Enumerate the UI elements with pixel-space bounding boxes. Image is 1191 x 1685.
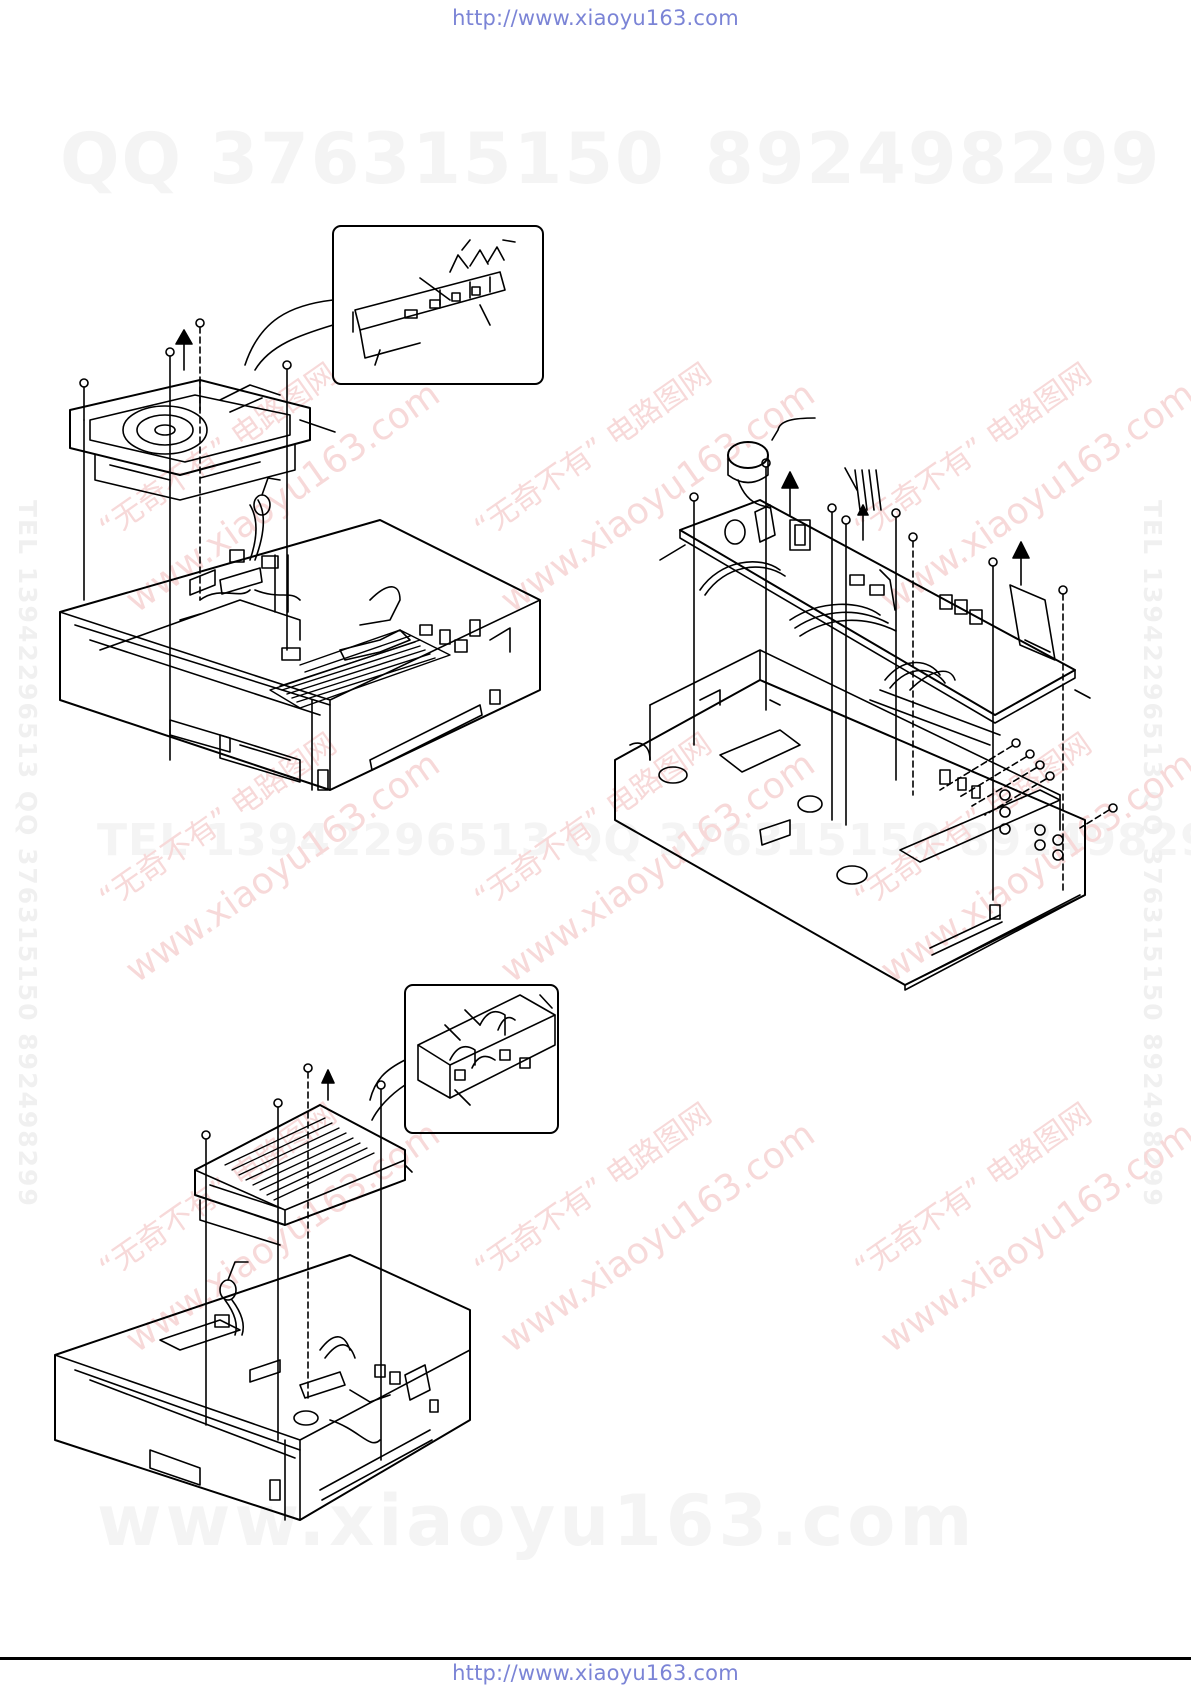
screw-icon <box>303 1063 313 1401</box>
screw-icon <box>988 557 998 901</box>
watermark-qq-left: QQ 376315150 <box>60 118 666 200</box>
screw-icon <box>689 492 699 746</box>
inset-connector-box-2 <box>404 984 559 1134</box>
screw-icon <box>908 532 918 796</box>
jack-panel <box>999 789 1064 861</box>
screw-icon <box>761 458 771 711</box>
lift-arrow-icon <box>1012 541 1030 586</box>
lift-arrow-icon <box>781 471 799 516</box>
inset-connector-box-1 <box>332 225 544 385</box>
lift-arrow-icon <box>175 329 193 371</box>
lift-arrow-icon <box>321 1069 335 1101</box>
screw-icon <box>201 1130 211 1426</box>
screw-icon <box>1079 803 1118 829</box>
screw-icon <box>195 318 205 601</box>
screw-icon <box>79 378 89 421</box>
footer-rule <box>0 1657 1191 1660</box>
screw-icon <box>891 508 901 781</box>
drawing-cd-mechanism-removal <box>59 225 544 791</box>
vent-grille <box>269 629 451 709</box>
screw-icon <box>957 749 1035 799</box>
screw-icon <box>971 760 1045 807</box>
watermark-qq-right: 892498299 <box>705 118 1162 200</box>
vent-grille <box>224 1117 375 1201</box>
drawing-main-board-removal <box>614 417 1118 991</box>
watermark-www-big: www.xiaoyu163.com <box>97 1480 977 1562</box>
drawing-shield-removal <box>54 984 559 1521</box>
screw-icon <box>165 347 175 761</box>
lift-arrow-icon <box>857 504 869 541</box>
screw-icon <box>841 515 851 826</box>
screw-icon <box>939 738 1021 791</box>
screw-icon <box>282 360 292 651</box>
screw-icon <box>827 503 837 821</box>
screw-icon <box>273 1098 283 1441</box>
footer-url[interactable]: http://www.xiaoyu163.com <box>452 1661 739 1685</box>
screw-icon <box>984 771 1055 816</box>
watermark-tel-mid: TEL 13942296513 <box>97 815 553 866</box>
header-url[interactable]: http://www.xiaoyu163.com <box>452 6 739 30</box>
